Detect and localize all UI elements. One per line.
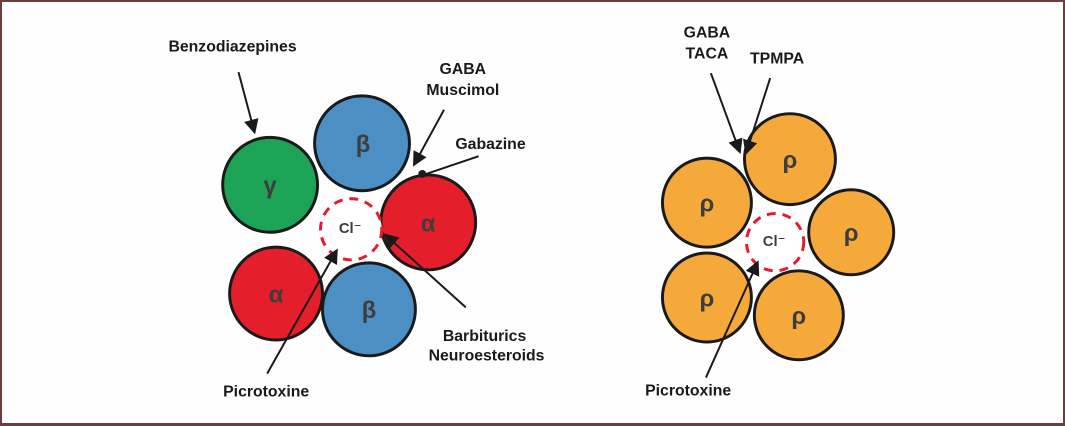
arrow-picrotoxine-right <box>705 260 760 378</box>
subunit-letter-beta-bottom: β <box>362 298 376 324</box>
label-muscimol: Muscimol <box>426 82 499 99</box>
subunit-gamma <box>221 135 320 234</box>
label-barbiturics: Barbiturics <box>443 328 527 345</box>
subunit-letter-rho-bottom: ρ <box>792 304 807 330</box>
subunit-letter-rho-right: ρ <box>844 221 859 247</box>
subunit-letter-alpha-lower-left: α <box>269 282 284 308</box>
arrow-gabazine <box>425 155 479 175</box>
subunit-rho-top <box>743 112 837 207</box>
subunit-letter-gamma: γ <box>264 174 278 200</box>
label-gaba-right: GABA <box>684 25 731 42</box>
subunit-rho-right <box>807 188 896 277</box>
subunit-letter-alpha-right: α <box>421 211 436 237</box>
label-benzodiazepines: Benzodiazepines <box>168 38 296 55</box>
label-picrotoxine-right: Picrotoxine <box>645 382 731 399</box>
label-tpmpa: TPMPA <box>750 50 804 67</box>
label-gabazine: Gabazine <box>455 136 525 153</box>
subunit-letter-rho-top: ρ <box>783 148 798 174</box>
subunit-rho-left <box>660 156 753 249</box>
subunit-rho-lower-left <box>660 251 753 344</box>
chloride-channel-right <box>744 212 806 273</box>
chloride-label-right: Cl⁻ <box>763 234 786 250</box>
arrow-gaba-taca <box>709 72 743 155</box>
arrow-barbiturics <box>383 233 467 309</box>
subunit-letter-rho-left: ρ <box>700 192 715 218</box>
subunit-beta-bottom <box>321 261 417 358</box>
subunit-letter-beta-top: β <box>356 132 370 158</box>
left-receptor: γ β α α β Cl⁻ Benzodiazepines GABA Musci… <box>168 38 544 400</box>
subunit-beta-top <box>313 94 411 193</box>
subunit-rho-bottom <box>752 269 845 362</box>
arrow-tpmpa <box>743 77 772 156</box>
chloride-label-left: Cl⁻ <box>339 221 362 237</box>
arrow-benzodiazepines <box>237 71 259 135</box>
chloride-channel-left <box>319 197 384 262</box>
arrow-gaba-muscimol <box>412 109 445 167</box>
gabazine-binding-dot <box>418 170 427 178</box>
label-neuroesteroids: Neuroesteroids <box>429 348 545 365</box>
label-gaba-left: GABA <box>440 61 487 78</box>
label-taca: TACA <box>686 45 729 62</box>
right-receptor: ρ ρ ρ ρ ρ Cl⁻ GABA TACA TPMPA Picrotoxin… <box>645 25 896 399</box>
label-picrotoxine-left: Picrotoxine <box>223 383 309 400</box>
arrow-picrotoxine-left <box>266 248 338 375</box>
subunit-letter-rho-lower-left: ρ <box>700 286 715 312</box>
